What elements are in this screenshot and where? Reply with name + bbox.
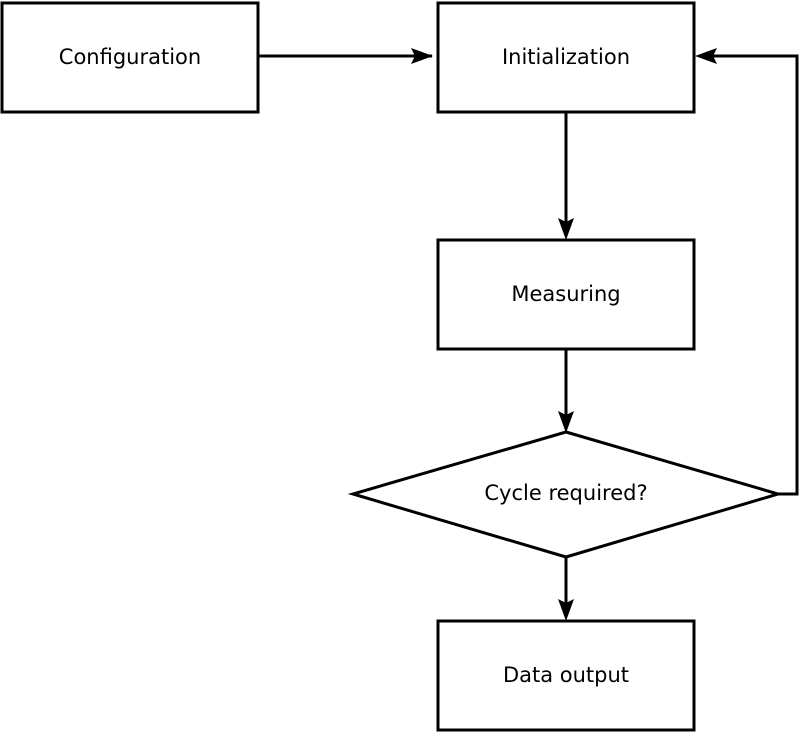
edge-configuration-to-initialization <box>258 48 433 64</box>
arrowhead-icon <box>558 599 574 621</box>
node-label-measuring: Measuring <box>511 282 620 306</box>
node-shape-rectangle <box>436 238 696 351</box>
node-measuring[interactable]: Measuring <box>436 238 696 351</box>
node-cycle-required[interactable]: Cycle required? <box>347 430 784 559</box>
node-label-data-output: Data output <box>503 663 629 687</box>
node-initialization[interactable]: Initialization <box>436 1 696 114</box>
node-label-configuration: Configuration <box>59 45 201 69</box>
node-label-cycle-required: Cycle required? <box>484 481 647 505</box>
edge-cycle-required-to-initialization <box>695 48 799 496</box>
node-shape-rectangle <box>436 619 696 732</box>
node-label-initialization: Initialization <box>502 45 630 69</box>
edge-measuring-to-cycle-required <box>558 349 574 433</box>
edge-initialization-to-measuring <box>558 112 574 240</box>
node-shape-rectangle <box>436 1 696 114</box>
node-data-output[interactable]: Data output <box>436 619 696 732</box>
edge-cycle-required-to-data-output <box>558 557 574 621</box>
arrowhead-icon <box>411 48 433 64</box>
arrowhead-icon <box>558 218 574 240</box>
arrowhead-icon <box>695 48 717 64</box>
node-configuration[interactable]: Configuration <box>0 1 260 114</box>
edge-line <box>702 54 799 496</box>
node-shape-rectangle <box>0 1 260 114</box>
node-shape-diamond <box>347 430 784 559</box>
arrowhead-icon <box>558 411 574 433</box>
